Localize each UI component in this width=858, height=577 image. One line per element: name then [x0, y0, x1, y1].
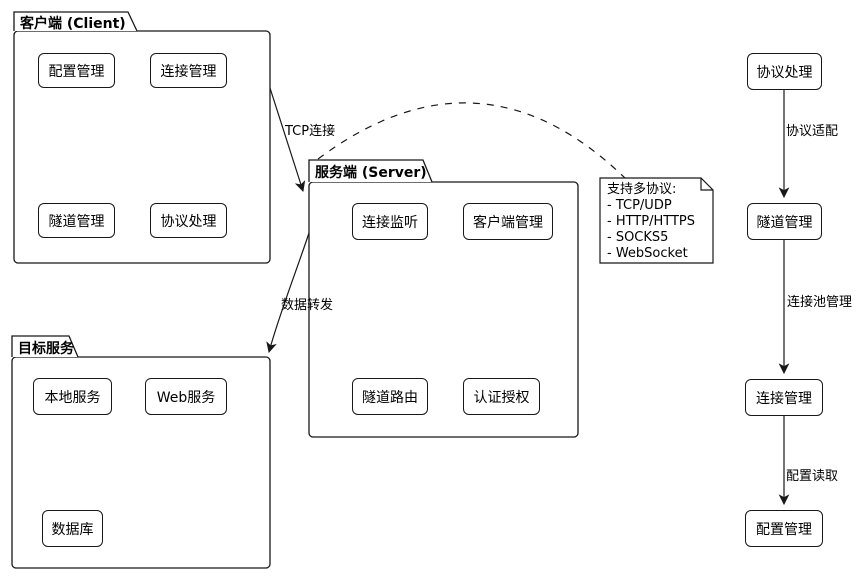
note-line-tcp-udp: - TCP/UDP: [607, 198, 672, 213]
edge-label-connection-pool: 连接池管理: [787, 295, 853, 310]
edge-server-to-target: [266, 232, 310, 354]
package-server-body: [308, 181, 579, 438]
node-client-protocol: 协议处理: [150, 203, 227, 238]
node-flow-connection: 连接管理: [745, 379, 823, 416]
edge-server-to-note-dashed: [317, 102, 626, 179]
package-client-title: 客户端 (Client): [20, 16, 126, 32]
note-line-websocket: - WebSocket: [607, 246, 688, 261]
node-flow-tunnel: 隧道管理: [747, 203, 822, 240]
note-fold-corner: [700, 178, 713, 191]
node-target-database: 数据库: [42, 510, 103, 547]
node-flow-protocol: 协议处理: [747, 53, 822, 90]
node-client-config: 配置管理: [38, 53, 115, 88]
note-line-socks5: - SOCKS5: [607, 230, 669, 245]
node-server-auth: 认证授权: [463, 378, 540, 415]
protocol-note: 支持多协议: - TCP/UDP - HTTP/HTTPS - SOCKS5 -…: [607, 182, 709, 262]
edge-label-config-read: 配置读取: [786, 469, 839, 484]
note-line-title: 支持多协议:: [607, 182, 677, 197]
edge-label-protocol-adaptation: 协议适配: [786, 124, 839, 139]
node-target-local-service: 本地服务: [33, 378, 112, 415]
edge-label-tcp-connection: TCP连接: [285, 124, 336, 139]
node-server-tunnel-routing: 隧道路由: [352, 378, 428, 415]
node-target-web-service: Web服务: [145, 378, 227, 415]
note-line-http-https: - HTTP/HTTPS: [607, 214, 695, 229]
node-flow-config: 配置管理: [745, 510, 823, 547]
package-server-title: 服务端 (Server): [315, 165, 427, 181]
package-target-tab: [11, 335, 79, 358]
edge-label-data-forwarding: 数据转发: [281, 298, 334, 313]
node-server-listen: 连接监听: [352, 203, 428, 240]
package-client-tab: [13, 11, 138, 32]
package-target-title: 目标服务: [18, 341, 74, 357]
node-client-connection: 连接管理: [150, 53, 227, 88]
note-shape: [599, 177, 714, 264]
package-server-tab: [308, 159, 433, 183]
node-server-client-management: 客户端管理: [463, 203, 553, 240]
edge-client-to-server: [269, 87, 306, 193]
node-client-tunnel: 隧道管理: [38, 203, 115, 238]
